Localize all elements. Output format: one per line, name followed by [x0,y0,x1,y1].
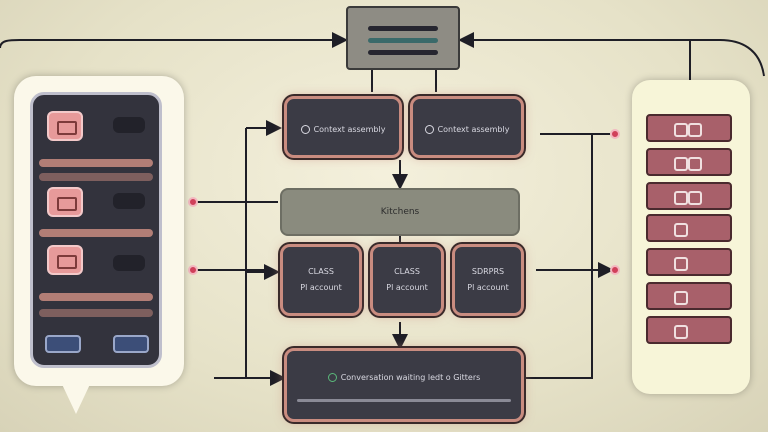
list-item [646,182,732,210]
phone-control [113,255,145,271]
phone-row [39,309,153,317]
small-card-title: CLASS [394,267,420,276]
phone-row [39,293,153,301]
small-card: CLASS Pl account [280,244,362,316]
middle-bar: Kitchens [280,188,520,236]
list-item-icon [674,123,688,137]
list-item-icon [674,223,688,237]
list-item [646,316,732,344]
connector-pin-icon [610,129,620,139]
list-item-icon [688,123,702,137]
device-slot [368,26,438,31]
top-right-card: Context assembly [410,96,524,158]
ring-icon [300,125,310,134]
connector-pin-icon [610,265,620,275]
device-slot [368,50,438,55]
bottom-card: Conversation waiting ledt o Gitters [284,348,524,422]
small-card: CLASS Pl account [370,244,444,316]
connector-pin-icon [188,197,198,207]
small-card-sub: Pl account [300,283,342,292]
phone-tile [47,187,83,217]
list-item [646,248,732,276]
list-item [646,148,732,176]
list-item-icon [674,191,688,205]
small-card-title: SDRPRS [471,267,505,276]
card-label: Context assembly [437,125,510,134]
phone-row [39,159,153,167]
phone-control [113,117,145,133]
device-slot [368,38,438,43]
phone-tile [47,245,83,275]
phone-control [113,193,145,209]
top-left-card: Context assembly [284,96,402,158]
card-label: Context assembly [313,125,386,134]
list-item-icon [674,157,688,171]
list-item-icon [674,257,688,271]
ring-icon [327,373,337,382]
top-left-line [0,32,348,49]
small-card-sub: Pl account [467,283,509,292]
bottom-card-line [297,399,511,402]
list-item-icon [688,157,702,171]
phone-row [39,229,153,237]
list-item-icon [688,191,702,205]
list-item-icon [674,291,688,305]
connector-pin-icon [188,265,198,275]
phone-button [113,335,149,353]
top-device [346,6,460,70]
phone-tile [47,111,83,141]
small-card: SDRPRS Pl account [452,244,524,316]
phone-screen-icon [30,92,162,368]
phone-row [39,173,153,181]
list-item [646,282,732,310]
bubble-tail [60,380,92,414]
small-card-title: CLASS [308,267,334,276]
phone-button [45,335,81,353]
middle-bar-label: Kitchens [380,207,420,217]
bottom-card-label: Conversation waiting ledt o Gitters [340,373,481,382]
top-right-line [458,32,765,77]
ring-icon [424,125,434,134]
list-item-icon [674,325,688,339]
list-item [646,114,732,142]
small-card-sub: Pl account [386,283,428,292]
list-item [646,214,732,242]
